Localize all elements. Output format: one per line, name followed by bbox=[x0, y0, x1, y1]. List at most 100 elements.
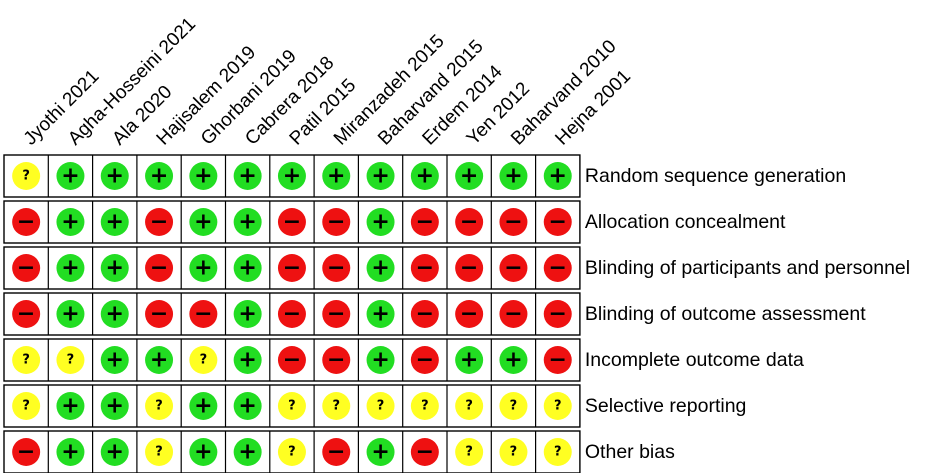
low-risk-circle bbox=[145, 162, 174, 190]
judgement-high-risk: − bbox=[455, 208, 484, 236]
high-risk-circle bbox=[277, 346, 306, 374]
row-box-5 bbox=[3, 384, 581, 428]
high-risk-circle bbox=[12, 208, 41, 236]
judgement-low-risk: + bbox=[233, 162, 262, 190]
unclear-risk-circle bbox=[189, 346, 218, 374]
domain-label-selective-reporting: Selective reporting bbox=[585, 395, 747, 417]
judgement-low-risk: + bbox=[410, 162, 439, 190]
unclear-risk-symbol: ? bbox=[155, 445, 163, 460]
high-risk-circle bbox=[12, 300, 41, 328]
judgement-low-risk: + bbox=[56, 300, 85, 328]
low-risk-symbol: + bbox=[549, 164, 567, 189]
low-risk-symbol: + bbox=[106, 164, 124, 189]
high-risk-symbol: − bbox=[283, 210, 301, 235]
row-box-1 bbox=[3, 200, 581, 244]
low-risk-symbol: + bbox=[194, 440, 212, 465]
judgement-low-risk: + bbox=[455, 162, 484, 190]
low-risk-circle bbox=[189, 254, 218, 282]
low-risk-symbol: + bbox=[416, 164, 434, 189]
low-risk-symbol: + bbox=[194, 256, 212, 281]
judgement-low-risk: + bbox=[145, 346, 174, 374]
high-risk-symbol: − bbox=[283, 302, 301, 327]
judgement-high-risk: − bbox=[410, 208, 439, 236]
judgement-high-risk: − bbox=[499, 300, 528, 328]
low-risk-symbol: + bbox=[238, 210, 256, 235]
high-risk-symbol: − bbox=[327, 440, 345, 465]
judgement-high-risk: − bbox=[410, 346, 439, 374]
high-risk-symbol: − bbox=[150, 302, 168, 327]
unclear-risk-circle bbox=[12, 392, 41, 420]
unclear-risk-circle bbox=[322, 392, 351, 420]
low-risk-symbol: + bbox=[150, 164, 168, 189]
low-risk-symbol: + bbox=[61, 256, 79, 281]
low-risk-symbol: + bbox=[106, 256, 124, 281]
unclear-risk-symbol: ? bbox=[377, 399, 385, 414]
high-risk-circle bbox=[12, 254, 41, 282]
judgement-low-risk: + bbox=[145, 162, 174, 190]
high-risk-circle bbox=[543, 208, 572, 236]
judgement-high-risk: − bbox=[12, 438, 41, 466]
judgement-high-risk: − bbox=[277, 254, 306, 282]
high-risk-symbol: − bbox=[549, 210, 567, 235]
high-risk-circle bbox=[322, 300, 351, 328]
high-risk-symbol: − bbox=[504, 210, 522, 235]
high-risk-symbol: − bbox=[549, 348, 567, 373]
row-box-3 bbox=[3, 292, 581, 336]
domain-label-allocation-concealment: Allocation concealment bbox=[585, 211, 786, 233]
high-risk-circle bbox=[410, 346, 439, 374]
high-risk-symbol: − bbox=[416, 210, 434, 235]
low-risk-symbol: + bbox=[371, 210, 389, 235]
judgement-low-risk: + bbox=[277, 162, 306, 190]
low-risk-symbol: + bbox=[371, 302, 389, 327]
judgement-unclear-risk: ? bbox=[366, 392, 395, 420]
high-risk-symbol: − bbox=[283, 256, 301, 281]
high-risk-symbol: − bbox=[416, 302, 434, 327]
judgement-low-risk: + bbox=[100, 162, 129, 190]
judgement-unclear-risk: ? bbox=[455, 392, 484, 420]
domain-label-blinding-of-outcome-assessment: Blinding of outcome assessment bbox=[585, 303, 866, 325]
unclear-risk-circle bbox=[543, 438, 572, 466]
judgement-unclear-risk: ? bbox=[322, 392, 351, 420]
judgement-high-risk: − bbox=[499, 208, 528, 236]
high-risk-circle bbox=[12, 438, 41, 466]
judgement-unclear-risk: ? bbox=[277, 392, 306, 420]
low-risk-circle bbox=[410, 162, 439, 190]
low-risk-symbol: + bbox=[238, 348, 256, 373]
judgement-low-risk: + bbox=[233, 346, 262, 374]
low-risk-circle bbox=[277, 162, 306, 190]
low-risk-circle bbox=[56, 162, 85, 190]
unclear-risk-symbol: ? bbox=[510, 399, 518, 414]
judgement-unclear-risk: ? bbox=[499, 392, 528, 420]
cells: ?++++++++++++−++−++−−+−−−−−++−++−−+−−−−−… bbox=[12, 162, 572, 466]
unclear-risk-circle bbox=[410, 392, 439, 420]
judgement-high-risk: − bbox=[410, 254, 439, 282]
low-risk-symbol: + bbox=[238, 256, 256, 281]
judgement-low-risk: + bbox=[543, 162, 572, 190]
unclear-risk-symbol: ? bbox=[22, 169, 30, 184]
high-risk-symbol: − bbox=[17, 256, 35, 281]
low-risk-circle bbox=[233, 208, 262, 236]
grid bbox=[3, 154, 581, 473]
low-risk-symbol: + bbox=[106, 440, 124, 465]
high-risk-circle bbox=[189, 300, 218, 328]
judgement-low-risk: + bbox=[233, 438, 262, 466]
judgement-low-risk: + bbox=[366, 162, 395, 190]
judgement-unclear-risk: ? bbox=[410, 392, 439, 420]
judgement-high-risk: − bbox=[322, 208, 351, 236]
unclear-risk-symbol: ? bbox=[421, 399, 429, 414]
low-risk-circle bbox=[366, 208, 395, 236]
low-risk-symbol: + bbox=[194, 164, 212, 189]
judgement-high-risk: − bbox=[12, 254, 41, 282]
row-box-6 bbox=[3, 430, 581, 473]
high-risk-circle bbox=[410, 300, 439, 328]
low-risk-circle bbox=[366, 162, 395, 190]
judgement-unclear-risk: ? bbox=[145, 438, 174, 466]
high-risk-symbol: − bbox=[460, 256, 478, 281]
unclear-risk-circle bbox=[12, 162, 41, 190]
low-risk-symbol: + bbox=[106, 348, 124, 373]
low-risk-circle bbox=[56, 438, 85, 466]
low-risk-circle bbox=[233, 346, 262, 374]
judgement-low-risk: + bbox=[366, 208, 395, 236]
